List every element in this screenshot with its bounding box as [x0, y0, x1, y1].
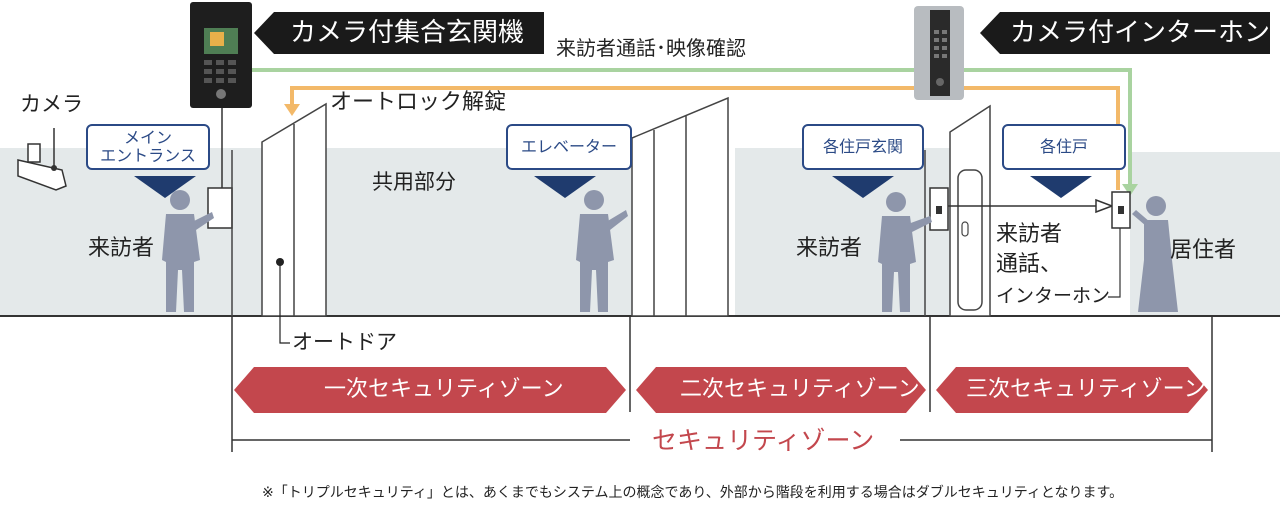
banner-entrance-panel: カメラ付集合玄関機 — [290, 18, 525, 48]
visitor-call-video-label: 来訪者通話･映像確認 — [556, 36, 746, 60]
zone-ticks — [231, 316, 1213, 452]
zone-third-shape — [936, 367, 1208, 413]
intercom-device — [914, 6, 964, 100]
common-area-label: 共用部分 — [372, 170, 456, 194]
visitor-label-left: 来訪者 — [88, 236, 155, 261]
marker-elevator — [534, 176, 596, 198]
call-label-line1: 来訪者 — [996, 222, 1063, 247]
auto-lock-release-label: オートロック解錠 — [330, 90, 507, 115]
tag-unit: 各住戸 — [1002, 124, 1126, 170]
video-call-line — [222, 68, 1132, 190]
video-call-arrowhead — [1122, 184, 1138, 196]
marker-main-entrance — [134, 176, 196, 198]
entrance-call-box — [207, 187, 233, 229]
marker-unit-entrance — [832, 176, 894, 198]
visitor-label-right: 来訪者 — [796, 236, 863, 261]
footnote: ※「トリプルセキュリティ」とは、あくまでもシステム上の概念であり、外部から階段を… — [262, 485, 1124, 501]
unit-entrance-door — [924, 104, 991, 317]
visitor-figure-left — [162, 190, 214, 312]
auto-door-label: オートドア — [292, 330, 397, 354]
zone-overall-label: セキュリティゾーン — [644, 428, 883, 453]
tag-unit-entrance: 各住戸玄関 — [802, 124, 924, 170]
elevator-door — [631, 96, 729, 317]
tag-elevator: エレベーター — [506, 124, 632, 170]
call-arrowhead — [1095, 198, 1115, 214]
camera-label: カメラ — [20, 92, 83, 116]
security-camera-icon — [17, 128, 67, 191]
zone-third-label: 三次セキュリティゾーン — [966, 377, 1206, 402]
entrance-panel-device — [190, 2, 252, 108]
auto-door — [261, 102, 327, 344]
banner-right-shape — [980, 12, 1270, 54]
zone-second-label: 二次セキュリティゾーン — [680, 377, 920, 402]
tag-main-entrance-line2: エントランス — [100, 146, 196, 165]
zone-first-shape — [234, 367, 626, 413]
call-label-line3: インターホン — [996, 285, 1111, 307]
tag-main-entrance: メイン エントランス — [86, 124, 210, 170]
resident-label: 居住者 — [1170, 238, 1237, 263]
tag-main-entrance-line1: メイン — [123, 127, 172, 147]
wall-band-unit — [735, 148, 950, 316]
call-leader-line — [1108, 228, 1121, 298]
zone-first-label: 一次セキュリティゾーン — [324, 377, 564, 402]
banner-left-shape — [254, 12, 544, 54]
zone-second-shape — [636, 367, 926, 413]
unlock-arrowhead — [284, 104, 300, 116]
resident-figure — [1132, 196, 1178, 312]
visitor-figure-right — [878, 192, 932, 312]
call-label-line2: 通話、 — [996, 252, 1063, 277]
banner-intercom: カメラ付インターホン — [1010, 18, 1271, 48]
visitor-figure-elevator — [576, 190, 628, 312]
marker-unit — [1030, 176, 1092, 198]
